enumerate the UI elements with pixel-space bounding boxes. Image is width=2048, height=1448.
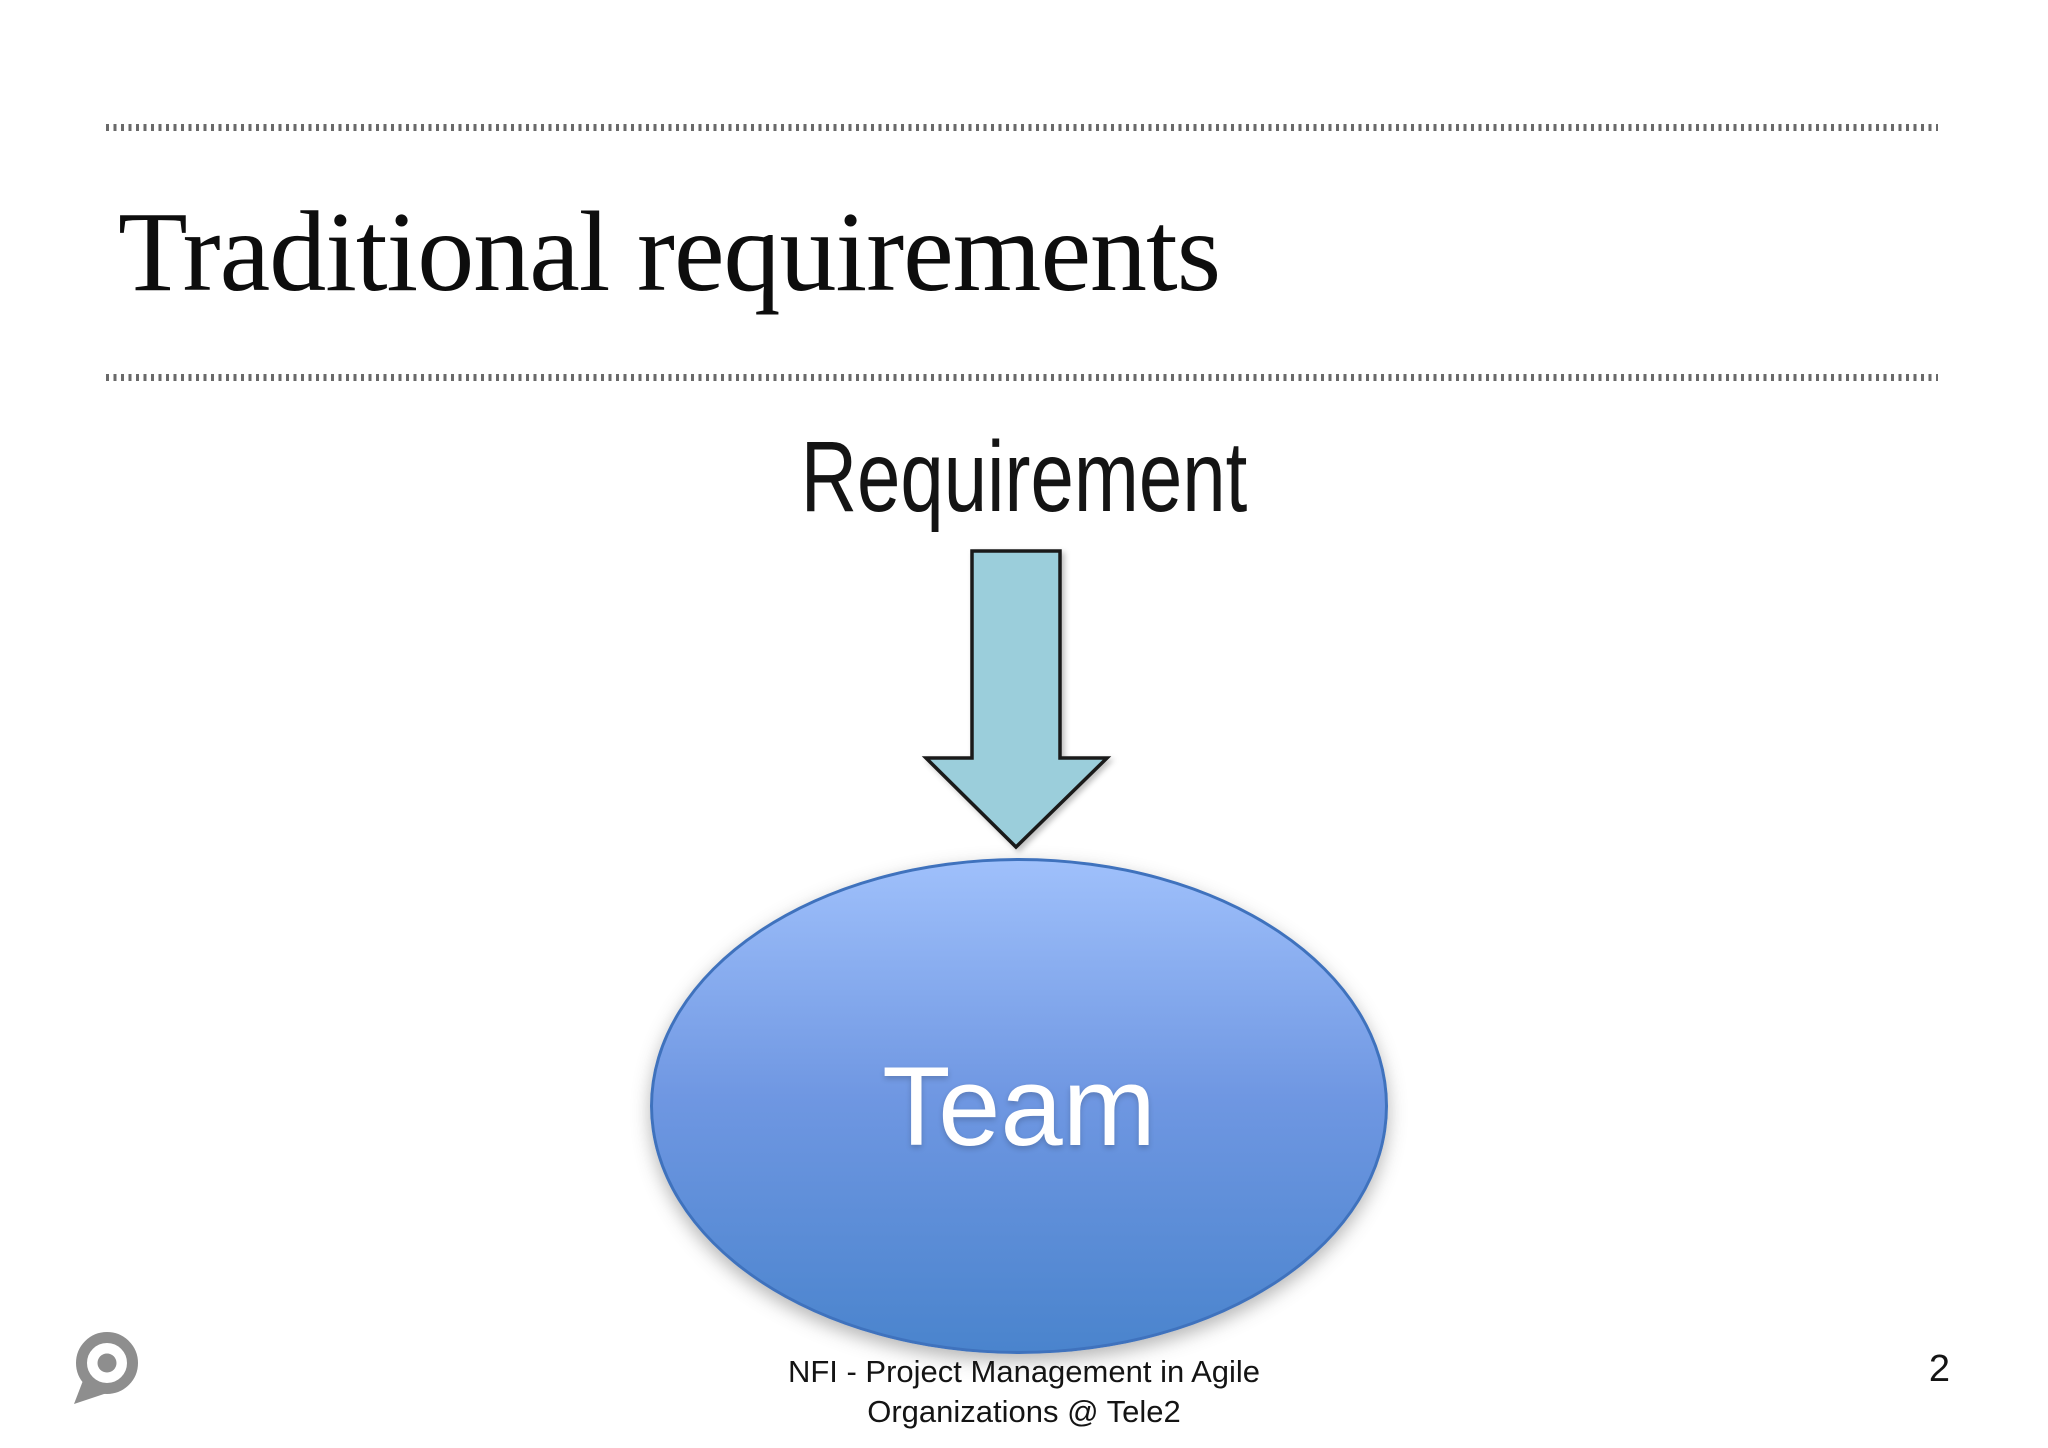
requirement-label: Requirement — [800, 421, 1248, 533]
footer-line-2: Organizations @ Tele2 — [867, 1394, 1181, 1429]
dotted-rule-top — [106, 124, 1938, 131]
team-label: Team — [882, 1043, 1156, 1169]
team-ellipse: Team — [650, 858, 1388, 1354]
slide-title: Traditional requirements — [118, 188, 1221, 315]
speech-bubble-target-logo-icon — [74, 1332, 138, 1404]
footer-line-1: NFI - Project Management in Agile — [787, 1354, 1261, 1389]
down-arrow-icon — [921, 549, 1112, 850]
page-number: 2 — [1928, 1348, 1950, 1390]
slide-footer: NFI - Project Management in Agile Organi… — [0, 1352, 2048, 1432]
dotted-rule-under-title — [106, 374, 1938, 381]
